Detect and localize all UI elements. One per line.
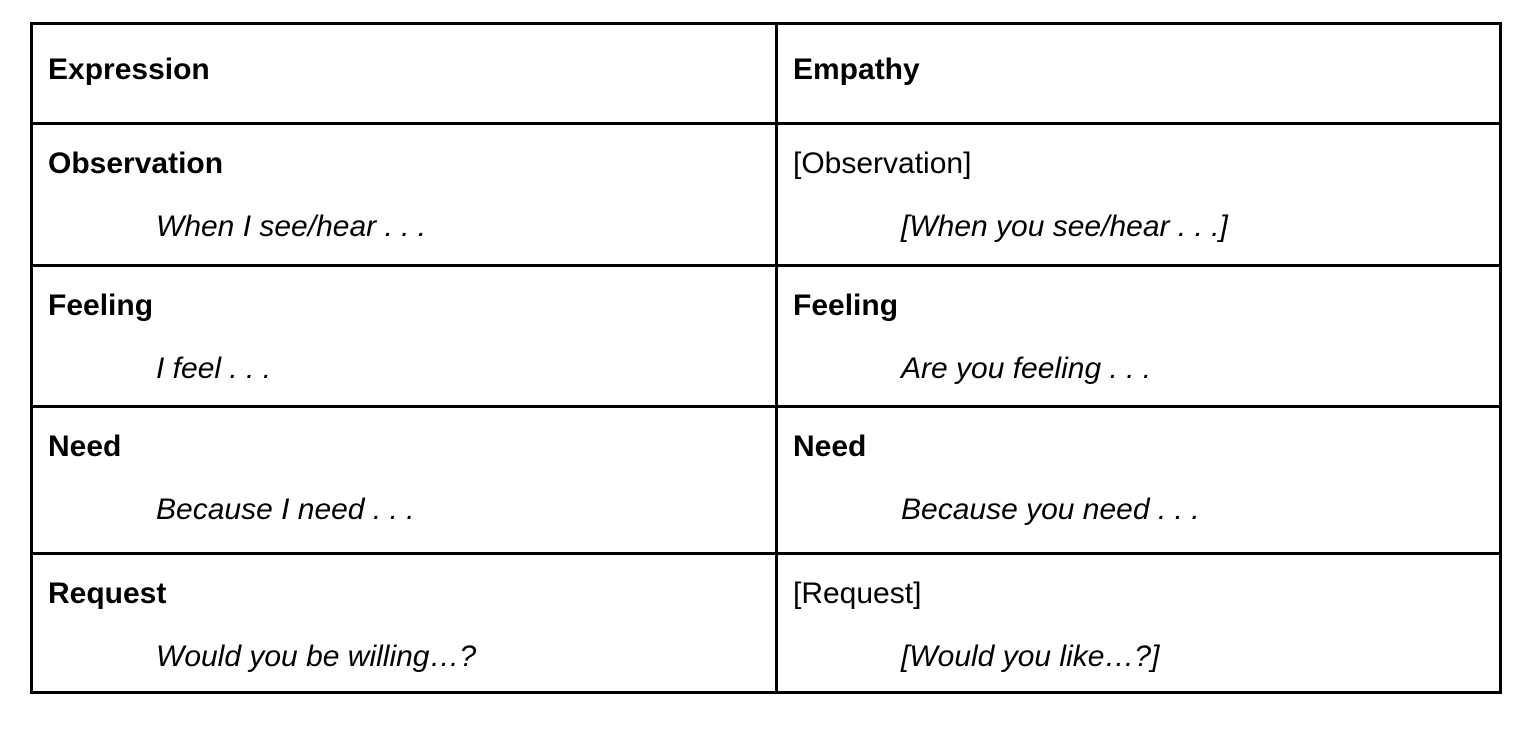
cell-expression-observation: Observation When I see/hear . . .	[33, 122, 775, 264]
label-feeling-expression: Feeling	[48, 289, 154, 322]
label-request-bracketed: [Request]	[793, 577, 922, 610]
label-need-empathy: Need	[793, 430, 867, 463]
header-cell-empathy: Empathy	[775, 25, 1499, 122]
phrase-would-you-like: [Would you like…?]	[901, 639, 1160, 673]
phrase-i-feel: I feel . . .	[156, 351, 272, 385]
phrase-because-i-need: Because I need . . .	[156, 492, 415, 526]
label-observation: Observation	[48, 147, 224, 180]
label-observation-bracketed: [Observation]	[793, 147, 972, 180]
cell-empathy-observation: [Observation] [When you see/hear . . .]	[775, 122, 1499, 264]
cell-expression-feeling: Feeling I feel . . .	[33, 264, 775, 405]
cell-empathy-need: Need Because you need . . .	[775, 405, 1499, 552]
phrase-would-you-be-willing: Would you be willing…?	[156, 639, 477, 673]
cell-empathy-request: [Request] [Would you like…?]	[775, 552, 1499, 691]
phrase-because-you-need: Because you need . . .	[901, 492, 1200, 526]
column-header-expression: Expression	[48, 53, 210, 86]
phrase-are-you-feeling: Are you feeling . . .	[901, 351, 1152, 385]
phrase-when-i-see-hear: When I see/hear . . .	[156, 209, 427, 243]
header-cell-expression: Expression	[33, 25, 775, 122]
phrase-when-you-see-hear: [When you see/hear . . .]	[901, 209, 1228, 243]
cell-empathy-feeling: Feeling Are you feeling . . .	[775, 264, 1499, 405]
column-header-empathy: Empathy	[793, 53, 920, 86]
label-feeling-empathy: Feeling	[793, 289, 899, 322]
label-need-expression: Need	[48, 430, 122, 463]
cell-expression-need: Need Because I need . . .	[33, 405, 775, 552]
label-request: Request	[48, 577, 167, 610]
expression-empathy-table: Expression Empathy Observation When I se…	[30, 22, 1502, 694]
cell-expression-request: Request Would you be willing…?	[33, 552, 775, 691]
